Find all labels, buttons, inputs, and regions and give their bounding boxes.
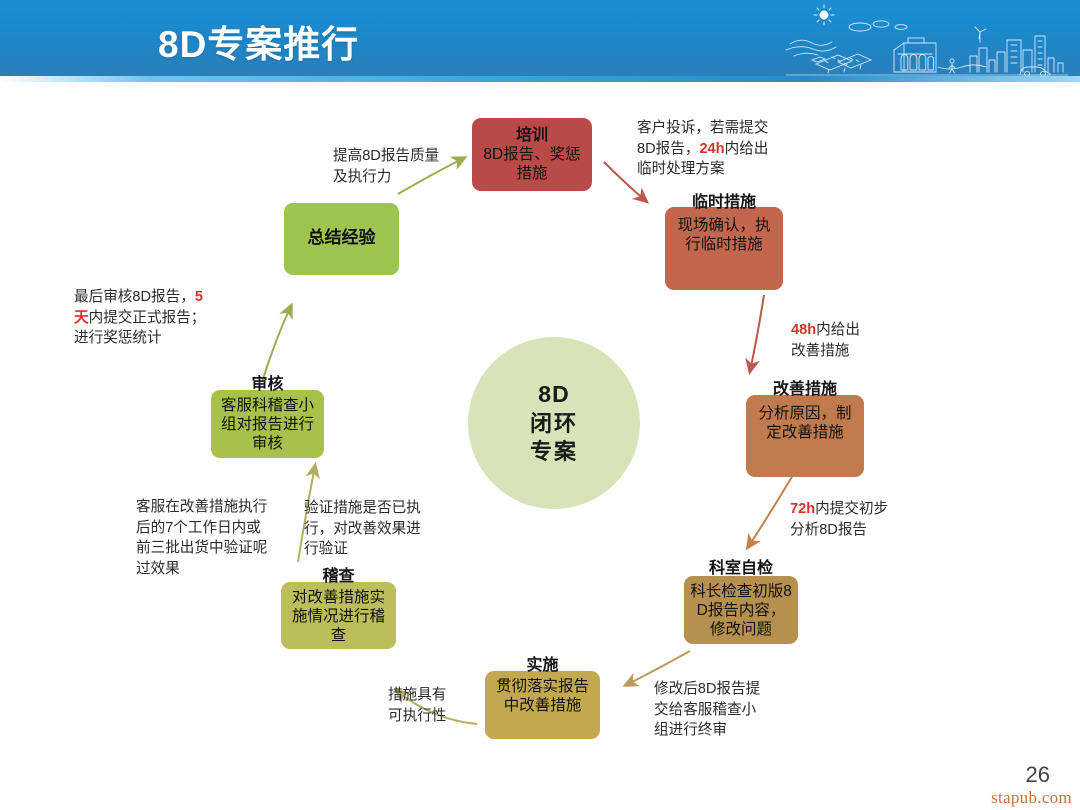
node-review[interactable]: 审核 客服科稽查小组对报告进行审核: [211, 376, 324, 458]
note-complaint: 客户投诉，若需提交 8D报告，24h内给出 临时处理方案: [637, 118, 797, 180]
node-review-title: 审核: [251, 376, 284, 393]
note-complaint-l2: 8D报告，: [637, 140, 700, 157]
note-final-audit-l3: 进行奖惩统计: [74, 330, 162, 347]
watermark: stapub.com: [991, 788, 1072, 807]
node-summary[interactable]: 总结经验: [284, 203, 399, 275]
node-audit-inspection-title: 稽查: [322, 568, 355, 585]
note-48h-hl: 48h: [791, 322, 817, 338]
arrow-improvement-to-selfcheck: [745, 474, 794, 551]
header-underline: [0, 76, 1080, 82]
node-temporary-measure-body: 现场确认，执行临时措施: [677, 217, 771, 253]
node-implementation-body: 贯彻落实报告中改善措施: [495, 678, 589, 714]
note-complaint-l2b: 内给出: [724, 140, 769, 157]
note-executable: 措施具有 可执行性: [388, 685, 478, 726]
note-final-review-l2: 交给客服稽查小: [654, 701, 757, 718]
note-final-review: 修改后8D报告提 交给客服稽查小 组进行终审: [654, 679, 794, 741]
node-improvement-measure[interactable]: 改善措施 分析原因，制定改善措施: [746, 381, 864, 477]
note-72h-hl: 72h: [790, 501, 816, 517]
arrow-summary-to-training: [397, 156, 468, 195]
note-72h-l1: 内提交初步: [815, 501, 889, 517]
arrow-training-to-temporary: [603, 161, 650, 204]
arrow-review-to-summary: [261, 302, 293, 383]
node-implementation[interactable]: 实施 贯彻落实报告中改善措施: [485, 657, 600, 739]
diagram-canvas: 8D 闭环 专案 培训 8D报告、奖惩措施 临时措施 现场确认，执行临时措施 改…: [0, 82, 1080, 810]
note-final-review-l3: 组进行终审: [654, 722, 727, 739]
note-customer-service: 客服在改善措施执行 后的7个工作日内或 前三批出货中验证呢 过效果: [136, 497, 286, 580]
note-final-audit-l1: 最后审核8D报告，: [74, 289, 195, 305]
node-improvement-measure-title: 改善措施: [772, 381, 837, 398]
note-complaint-l3: 临时处理方案: [637, 161, 725, 178]
node-improvement-measure-body: 分析原因，制定改善措施: [758, 405, 852, 441]
note-quality: 提高8D报告质量 及执行力: [333, 146, 458, 187]
arrow-temporary-to-improvement: [745, 294, 765, 375]
node-department-self-check-title: 科室自检: [708, 560, 773, 577]
note-final-audit: 最后审核8D报告，5 天内提交正式报告； 进行奖惩统计: [74, 287, 234, 349]
note-verify-l1: 验证措施是否已执: [304, 500, 421, 516]
note-customer-service-l1: 客服在改善措施执行: [136, 499, 268, 515]
node-implementation-title: 实施: [526, 657, 559, 674]
center-line-3: 专案: [529, 438, 578, 464]
note-complaint-l1: 客户投诉，若需提交: [637, 120, 769, 136]
arrow-layer: [261, 156, 794, 725]
node-training[interactable]: 培训 8D报告、奖惩措施: [472, 118, 592, 191]
page-number: 26: [1025, 762, 1050, 787]
note-verify-l2: 行，对改善效果进: [304, 520, 421, 537]
center-line-2: 闭环: [529, 410, 578, 436]
arrow-selfcheck-to-implementation: [622, 650, 691, 687]
note-complaint-hl: 24h: [699, 140, 725, 157]
note-quality-l1: 提高8D报告质量: [333, 148, 440, 164]
node-audit-inspection-body: 对改善措施实施情况进行稽查: [291, 589, 385, 644]
center-hub: 8D 闭环 专案: [468, 337, 640, 509]
note-customer-service-l3: 前三批出货中验证呢: [136, 540, 268, 557]
note-quality-l2: 及执行力: [333, 168, 392, 185]
note-72h-l2: 分析8D报告: [790, 521, 868, 538]
note-final-audit-hl-num: 5: [194, 289, 203, 305]
note-customer-service-l4: 过效果: [136, 561, 180, 578]
header-banner: 8D专案推行: [0, 0, 1080, 76]
note-72h: 72h内提交初步 分析8D报告: [790, 499, 935, 540]
note-final-audit-l2: 内提交正式报告；: [88, 309, 206, 326]
arrow-inspection-to-review: [297, 462, 320, 563]
note-final-audit-hl-unit: 天: [74, 309, 89, 326]
node-training-body: 8D报告、奖惩措施: [483, 146, 581, 182]
note-48h: 48h内给出 改善措施: [791, 320, 921, 361]
node-training-title: 培训: [515, 127, 548, 144]
node-department-self-check[interactable]: 科室自检 科长检查初版8D报告内容，修改问题: [684, 560, 798, 644]
cityscape-solar-line-art-icon: [785, 4, 1069, 76]
node-department-self-check-body: 科长检查初版8D报告内容，修改问题: [690, 583, 792, 638]
note-executable-l2: 可执行性: [388, 707, 447, 724]
node-summary-body: 总结经验: [307, 228, 376, 248]
node-review-body: 客服科稽查小组对报告进行审核: [220, 397, 314, 452]
node-temporary-measure-title: 临时措施: [691, 194, 756, 211]
arrow-implementation-to-inspection: [393, 688, 478, 725]
node-audit-inspection[interactable]: 稽查 对改善措施实施情况进行稽查: [281, 568, 396, 649]
note-48h-l2: 改善措施: [791, 342, 850, 359]
page-title: 8D专案推行: [158, 24, 360, 65]
note-customer-service-l2: 后的7个工作日内或: [136, 519, 261, 536]
note-verify-l3: 行验证: [304, 541, 348, 558]
center-line-1: 8D: [538, 381, 570, 408]
node-temporary-measure[interactable]: 临时措施 现场确认，执行临时措施: [665, 194, 783, 290]
note-executable-l1: 措施具有: [388, 687, 447, 703]
note-48h-l1: 内给出: [816, 322, 860, 338]
note-verify: 验证措施是否已执 行，对改善效果进 行验证: [304, 498, 434, 560]
note-final-review-l1: 修改后8D报告提: [654, 681, 761, 697]
